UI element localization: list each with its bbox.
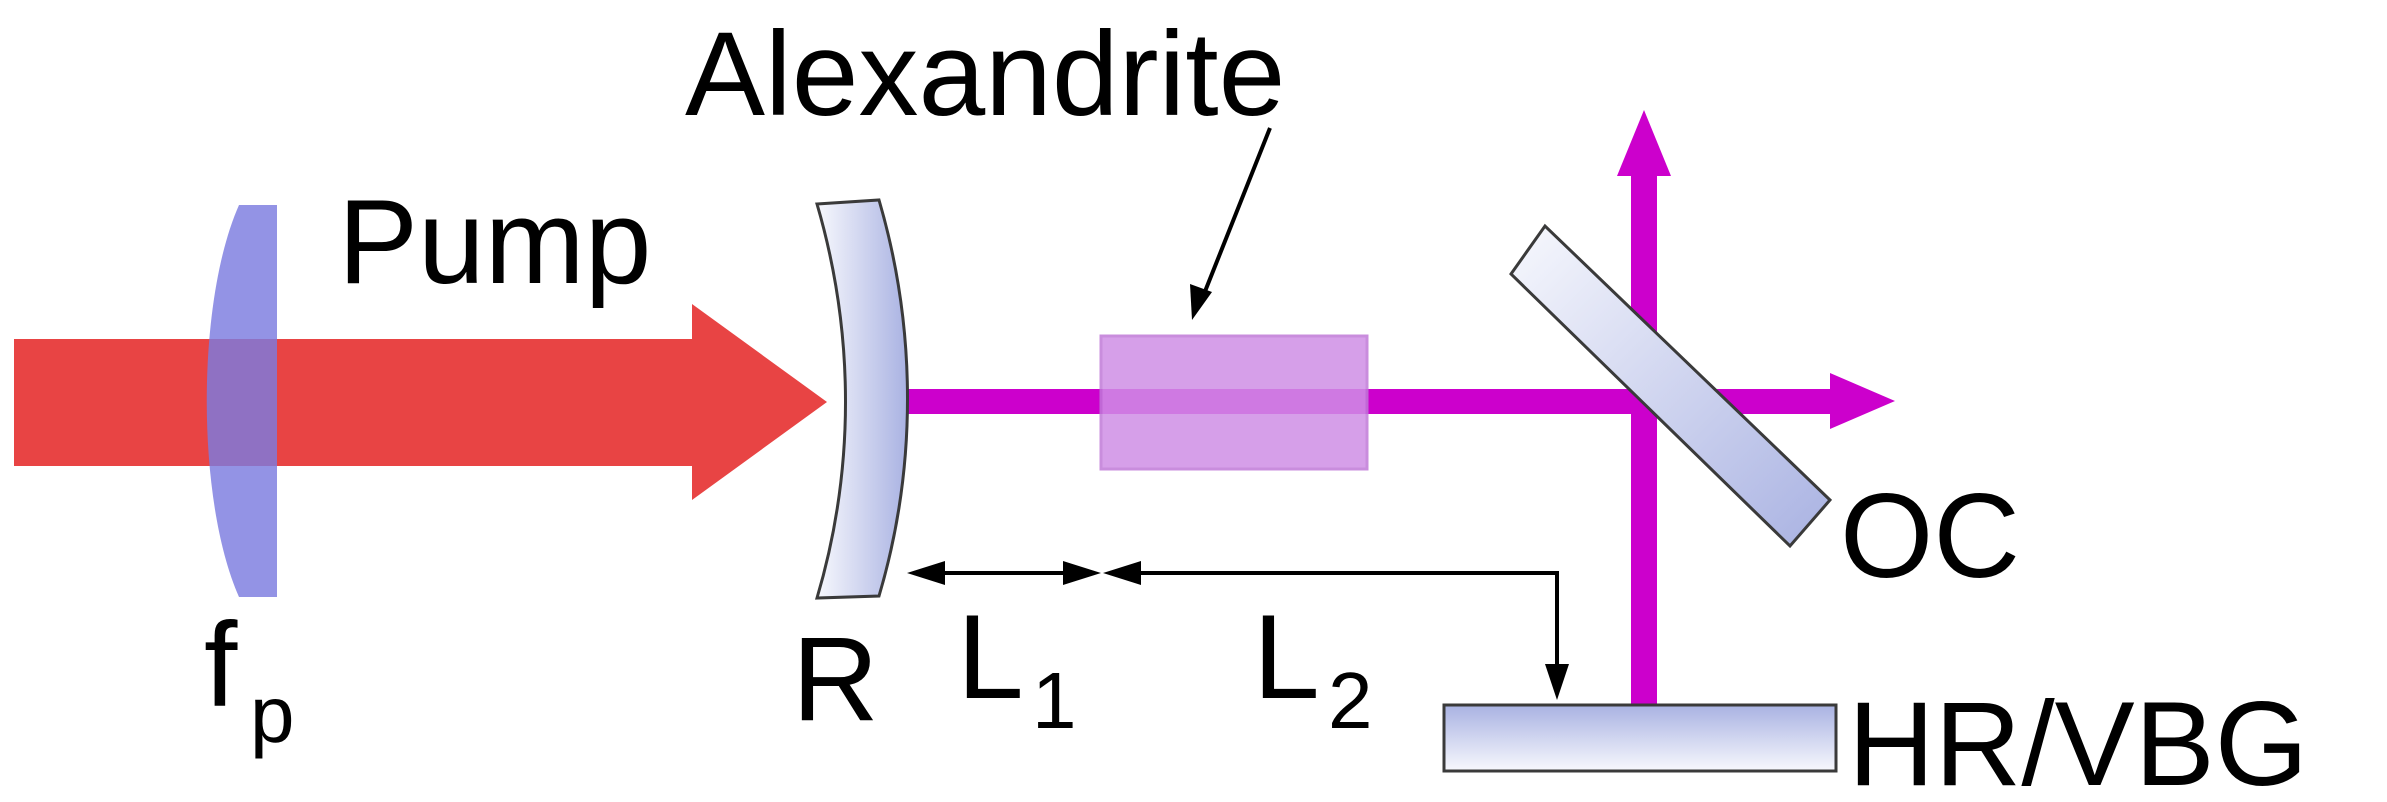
hr-vbg-label: HR/VBG [1848, 677, 2308, 802]
l1-subscript: 1 [1032, 656, 1077, 745]
focusing-lens [206, 205, 277, 597]
output-coupler-plate [1509, 223, 1833, 549]
l2-distance-line [1130, 571, 1559, 675]
lens-fp-subscript: p [250, 670, 295, 759]
curved-mirror-r [814, 198, 909, 600]
l1-left-arrowhead [907, 561, 945, 585]
l2-label: L [1253, 590, 1320, 724]
mirror-r-label: R [792, 612, 879, 746]
lens-fp-label: f [204, 598, 238, 732]
l2-down-arrowhead [1545, 664, 1569, 700]
laser-beam-up-arrowhead [1617, 110, 1671, 176]
laser-beam-vertical [1631, 170, 1657, 705]
l2-subscript: 2 [1328, 656, 1373, 745]
l1-label: L [957, 590, 1024, 724]
pump-beam-arrow [14, 304, 827, 500]
l2-left-arrowhead [1103, 561, 1141, 585]
pump-label: Pump [338, 175, 651, 309]
l1-right-arrowhead [1063, 561, 1101, 585]
crystal-pointer-arrowhead [1190, 284, 1212, 320]
alexandrite-label: Alexandrite [685, 7, 1285, 141]
alexandrite-crystal [1099, 334, 1369, 471]
oc-label: OC [1840, 469, 2020, 603]
crystal-pointer-line [1198, 127, 1272, 305]
end-mirror-hr-vbg [1442, 703, 1838, 773]
laser-beam-right-arrowhead [1830, 373, 1895, 429]
